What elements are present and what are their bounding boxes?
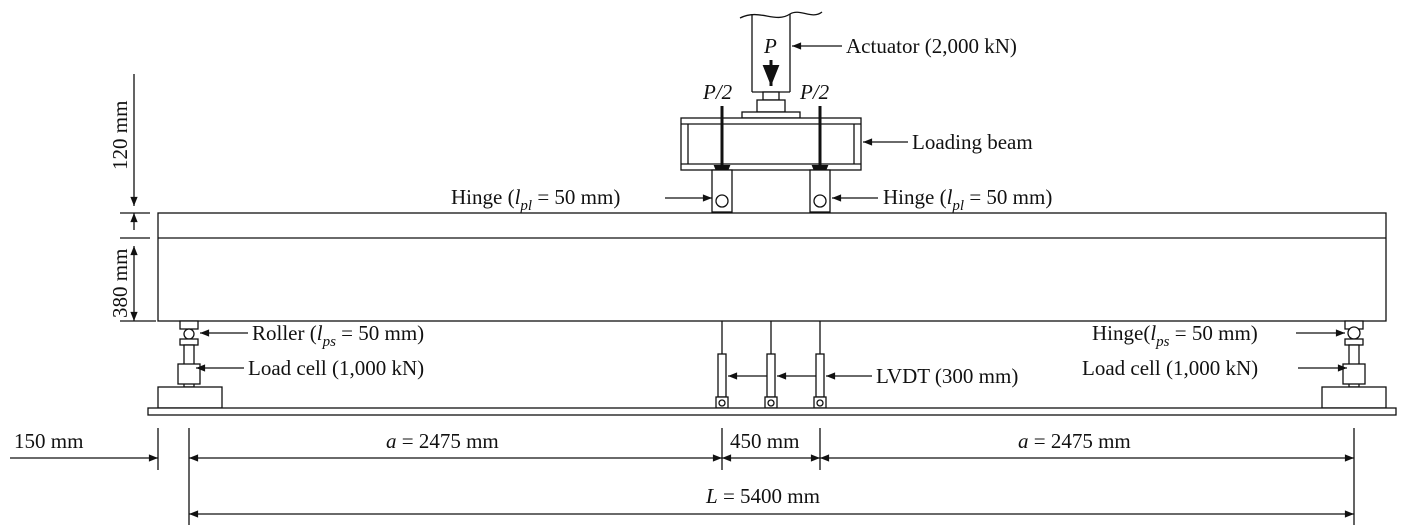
hinge-support-label: Hinge(lps = 50 mm) bbox=[1092, 321, 1258, 350]
load-cell-left-label: Load cell (1,000 kN) bbox=[248, 356, 424, 380]
dim-shear-span-right-label: a = 2475 mm bbox=[1018, 429, 1131, 453]
dim-shear-span-left-label: a = 2475 mm bbox=[386, 429, 499, 453]
loading-beam-label: Loading beam bbox=[912, 130, 1033, 154]
hinge-left-label: Hinge (lpl = 50 mm) bbox=[451, 185, 620, 214]
load-half-right-label: P/2 bbox=[799, 80, 830, 104]
loading-beam bbox=[680, 117, 862, 171]
dim-top-slab-label: 120 mm bbox=[108, 101, 132, 170]
strong-floor bbox=[147, 407, 1397, 416]
load-half-left-label: P/2 bbox=[702, 80, 733, 104]
test-specimen bbox=[157, 212, 1387, 322]
dim-constant-moment-label: 450 mm bbox=[730, 429, 799, 453]
load-cell-right-label: Load cell (1,000 kN) bbox=[1082, 356, 1258, 380]
horizontal-dimension bbox=[10, 428, 1355, 525]
dim-web-depth-label: 380 mm bbox=[108, 249, 132, 318]
load-p-label: P bbox=[763, 34, 777, 58]
roller-label: Roller (lps = 50 mm) bbox=[252, 321, 424, 350]
right-support bbox=[1321, 320, 1387, 409]
vertical-dimension bbox=[120, 74, 156, 322]
lvdt-label: LVDT (300 mm) bbox=[876, 364, 1018, 388]
dim-overhang-label: 150 mm bbox=[14, 429, 83, 453]
lvdt-group bbox=[715, 321, 872, 409]
actuator-label: Actuator (2,000 kN) bbox=[846, 34, 1017, 58]
load-hinge-left bbox=[711, 169, 733, 213]
load-hinge-right bbox=[809, 169, 831, 213]
hinge-right-label: Hinge (lpl = 50 mm) bbox=[883, 185, 1052, 214]
dim-span-label: L = 5400 mm bbox=[705, 484, 820, 508]
left-support bbox=[157, 320, 223, 409]
